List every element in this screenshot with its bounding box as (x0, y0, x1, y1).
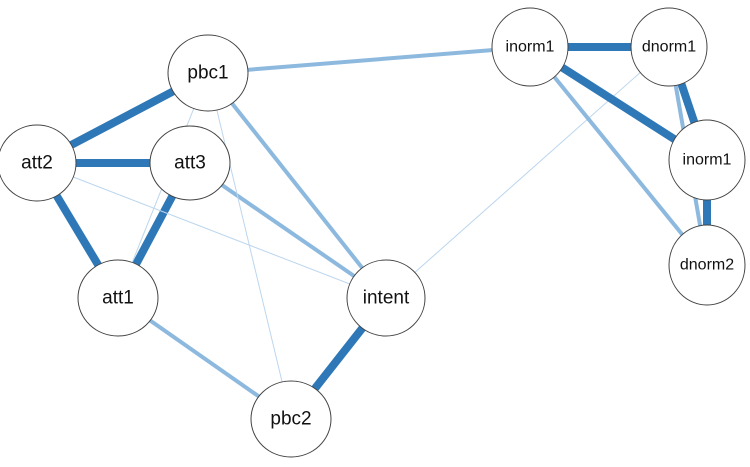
node-circle (491, 7, 569, 87)
node-layer: pbc1 att2 att3 att1 intent pbc2 inorm1 dnorm1 in… (0, 7, 746, 458)
edge-inorm1a-dnorm2 (528, 45, 709, 267)
node-label: inorm1 (506, 39, 555, 56)
node-pbc1: pbc1 (167, 34, 249, 112)
node-label: pbc1 (187, 63, 228, 84)
edge-att2-intent (36, 162, 387, 299)
node-intent: intent (346, 259, 426, 337)
node-circle (250, 380, 332, 458)
node-circle (167, 34, 249, 112)
node-dnorm2: dnorm2 (668, 224, 746, 306)
node-circle (149, 125, 231, 201)
node-label: dnorm2 (680, 257, 734, 274)
edge-pbc1-pbc2 (207, 72, 292, 420)
node-att3: att3 (149, 125, 231, 201)
node-label: att2 (21, 153, 53, 174)
node-label: att1 (102, 288, 134, 309)
edge-att3-intent (188, 161, 388, 300)
node-pbc2: pbc2 (250, 380, 332, 458)
node-inorm1b: inorm1 (668, 119, 746, 201)
edge-pbc1-intent (206, 71, 388, 300)
node-circle (668, 224, 746, 306)
node-circle (0, 124, 77, 202)
node-att1: att1 (77, 259, 159, 337)
node-circle (668, 119, 746, 201)
edge-pbc1-inorm1a (207, 45, 531, 75)
node-att2: att2 (0, 124, 77, 202)
node-label: inorm1 (683, 152, 732, 169)
node-circle (77, 259, 159, 337)
node-dnorm1: dnorm1 (630, 7, 708, 87)
node-label: dnorm1 (642, 39, 696, 56)
node-circle (630, 7, 708, 87)
edge-layer (33, 43, 711, 422)
node-label: intent (363, 288, 410, 309)
edge-intent-dnorm1 (385, 46, 670, 299)
node-circle (346, 259, 426, 337)
node-inorm1a: inorm1 (491, 7, 569, 87)
node-label: att3 (174, 153, 206, 174)
node-label: pbc2 (270, 409, 311, 430)
